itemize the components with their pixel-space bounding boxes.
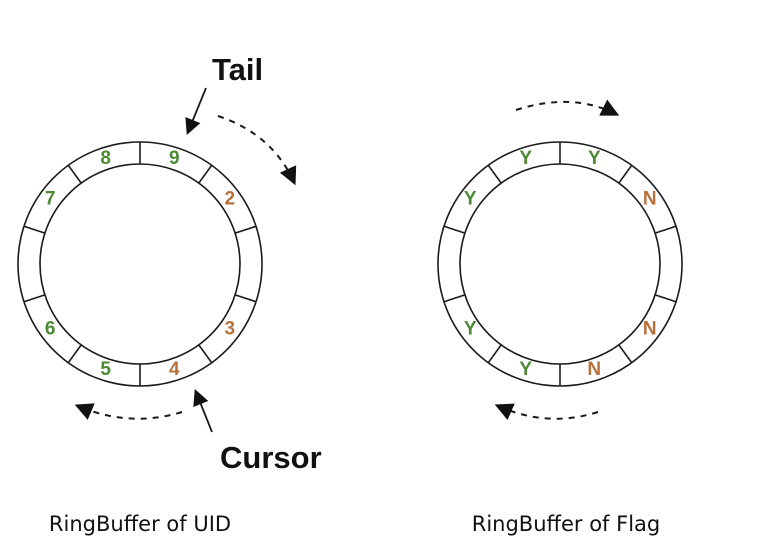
flag-ring-slot-label: Y [464, 188, 477, 209]
uid-ring-slot-label: 8 [100, 148, 111, 169]
uid-ring-divider [23, 225, 46, 234]
flag-ring-divider [443, 225, 466, 234]
flag-ring-caption: RingBuffer of Flag [472, 512, 661, 536]
uid-ring-slot-label: 5 [100, 359, 111, 380]
flag-bottom-rotation-arrow [494, 403, 599, 421]
flag-ring-divider [654, 225, 677, 234]
uid-ring-divider [23, 294, 46, 303]
flag-ring-divider [618, 344, 633, 364]
uid-ring-slot-label: 7 [45, 188, 56, 209]
flag-ring-slot-label: N [643, 319, 657, 340]
uid-ring-slot-label: 9 [169, 148, 180, 169]
uid-ring-dividers [23, 142, 257, 386]
flag-ring-slot-label: Y [464, 319, 477, 340]
flag-ring-dividers [443, 142, 677, 386]
flag-top-rotation-arrow [515, 99, 620, 116]
uid-ring-divider [67, 344, 82, 364]
uid-ring-divider [234, 225, 257, 234]
flag-ring-slot-label: N [643, 188, 657, 209]
uid-ring: 9 2 3 4 5 6 7 8 [17, 141, 263, 387]
uid-ring-outer [17, 141, 263, 387]
tail-label: Tail [212, 52, 263, 87]
flag-ring: Y N N N Y Y Y Y [437, 141, 683, 387]
uid-ring-slot-labels: 9 2 3 4 5 6 7 8 [45, 148, 235, 380]
cursor-pointer-arrow [193, 388, 213, 433]
flag-ring-slot-labels: Y N N N Y Y Y Y [464, 148, 657, 380]
flag-ring-divider [487, 164, 502, 184]
flag-ring-inner [459, 163, 661, 365]
uid-ring-divider [198, 164, 213, 184]
flag-ring-slot-label: Y [519, 359, 532, 380]
cursor-label: Cursor [220, 440, 322, 475]
uid-ring-divider [234, 294, 257, 303]
flag-ring-slot-label: N [587, 359, 601, 380]
uid-ring-caption: RingBuffer of UID [49, 512, 231, 536]
uid-ring-inner [39, 163, 241, 365]
flag-ring-divider [487, 344, 502, 364]
flag-ring-divider [443, 294, 466, 303]
flag-ring-divider [618, 164, 633, 184]
tail-pointer-arrow [185, 87, 207, 135]
uid-ring-divider [198, 344, 213, 364]
tail-rotation-arrow [217, 115, 297, 186]
uid-ring-divider [67, 164, 82, 184]
flag-ring-outer [437, 141, 683, 387]
uid-ring-slot-label: 6 [45, 319, 56, 340]
cursor-rotation-arrow [74, 403, 183, 420]
flag-ring-slot-label: Y [519, 148, 532, 169]
flag-ring-divider [654, 294, 677, 303]
uid-ring-slot-label: 3 [225, 319, 236, 340]
uid-ring-slot-label: 2 [225, 188, 236, 209]
uid-ring-slot-label: 4 [169, 359, 180, 380]
flag-ring-slot-label: Y [588, 148, 601, 169]
